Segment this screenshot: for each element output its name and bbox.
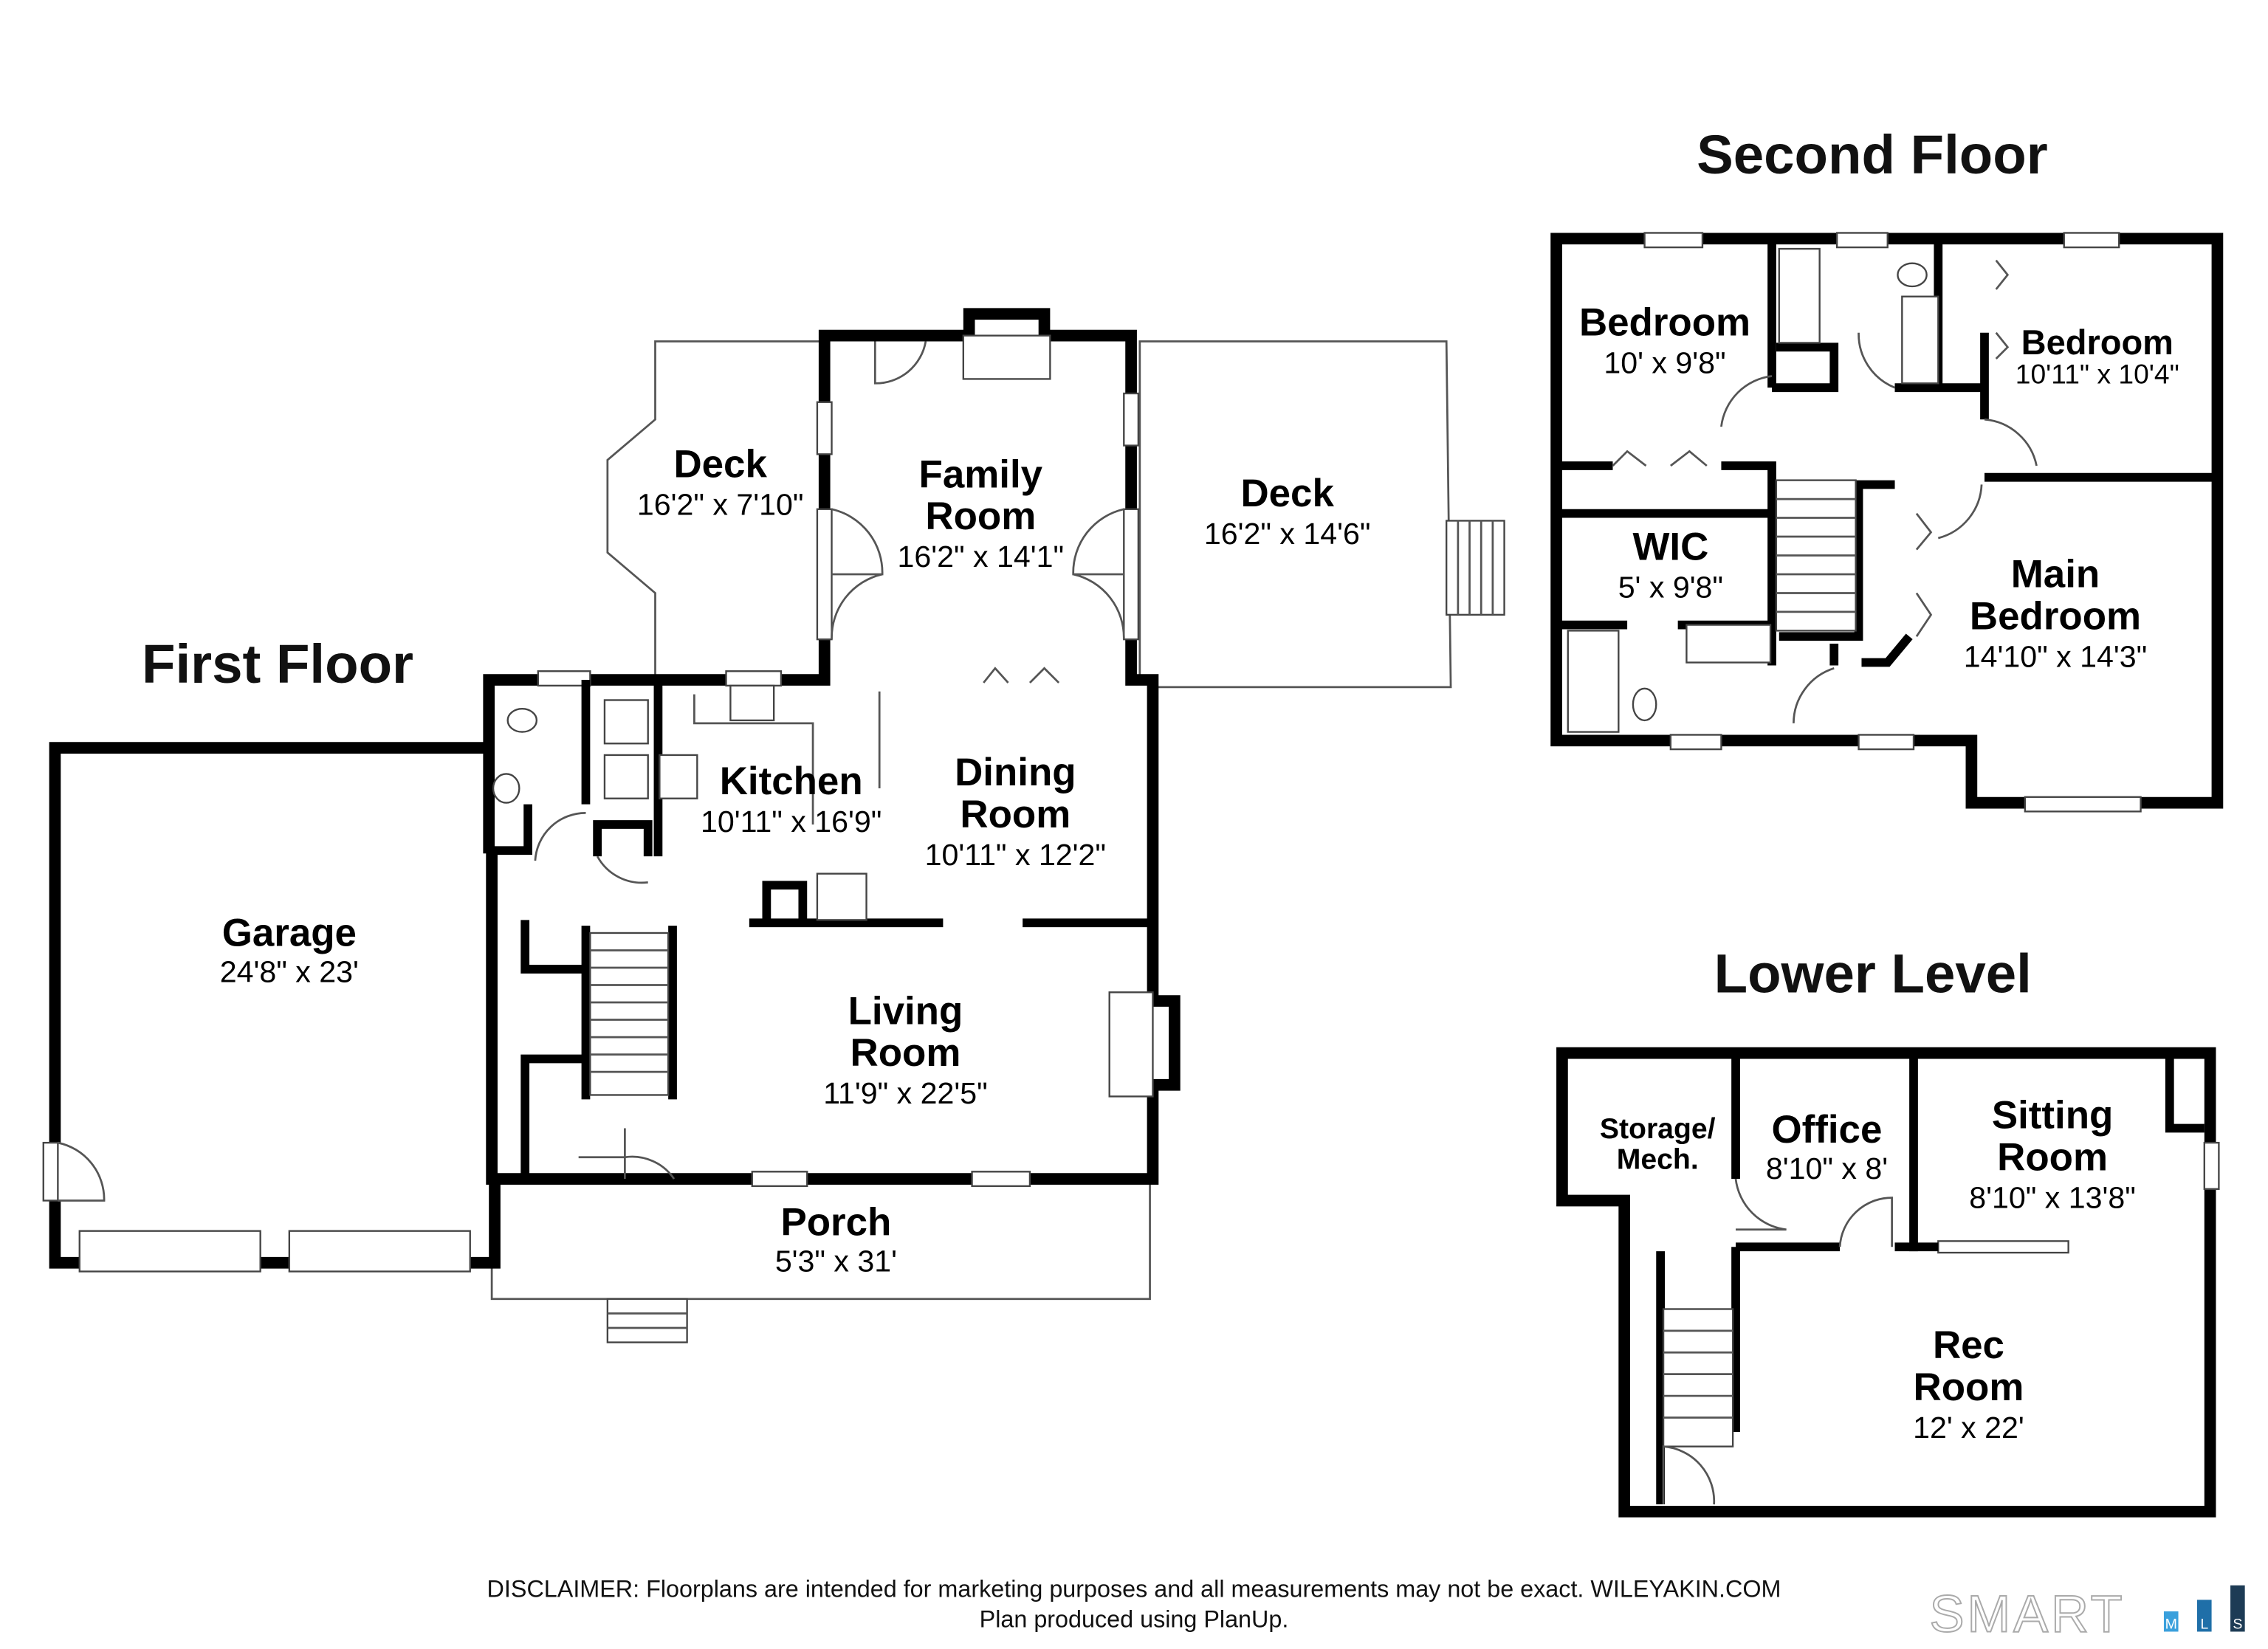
window bbox=[751, 1171, 808, 1188]
disclaimer-text: DISCLAIMER: Floorplans are intended for … bbox=[487, 1575, 1781, 1602]
lower-level-stairs bbox=[1662, 1178, 1893, 1505]
window bbox=[816, 401, 833, 455]
room-name-storage-2: Mech. bbox=[1617, 1143, 1699, 1175]
room-name-rec-room-1: Rec bbox=[1933, 1323, 2004, 1367]
planup-credit: Plan produced using PlanUp. bbox=[980, 1606, 1289, 1633]
room-dims-family-room: 16'2" x 14'1" bbox=[898, 540, 1065, 574]
room-name-porch: Porch bbox=[780, 1201, 891, 1245]
first-floor-stairs bbox=[589, 932, 670, 1096]
door-swing bbox=[831, 508, 884, 640]
room-dims-rec-room: 12' x 22' bbox=[1913, 1411, 2024, 1445]
room-dims-bedroom-1: 10' x 9'8" bbox=[1604, 346, 1725, 380]
french-door-left bbox=[816, 508, 833, 641]
door-swing bbox=[873, 341, 927, 385]
room-dims-wic: 5' x 9'8" bbox=[1618, 570, 1723, 604]
room-dims-office: 8'10" x 8' bbox=[1766, 1151, 1888, 1185]
room-name-garage: Garage bbox=[222, 912, 357, 955]
lower-level-walls bbox=[1556, 1047, 2216, 1518]
deck-right-outline bbox=[1138, 340, 1452, 689]
room-name-deck-right: Deck bbox=[1240, 472, 1334, 515]
room-name-rec-room-2: Room bbox=[1914, 1366, 2024, 1409]
window bbox=[1123, 392, 1140, 447]
room-name-family-room-2: Room bbox=[925, 495, 1036, 538]
garage-door-1 bbox=[78, 1230, 261, 1273]
room-name-family-room-1: Family bbox=[919, 452, 1043, 496]
garage-wall-bottom-left bbox=[49, 1200, 80, 1269]
lower-level-interior-walls bbox=[1656, 1053, 2205, 1505]
room-name-bedroom-1: Bedroom bbox=[1579, 301, 1750, 345]
fireplace bbox=[962, 334, 1051, 380]
room-name-storage-1: Storage/ bbox=[1600, 1113, 1716, 1145]
window bbox=[2063, 232, 2120, 249]
window bbox=[1643, 232, 1704, 249]
garage-side-door-frame bbox=[42, 1141, 59, 1202]
kitchen-fixtures bbox=[492, 667, 1060, 1180]
first-floor-plan bbox=[42, 308, 1505, 1343]
room-name-sitting-room-1: Sitting bbox=[1992, 1094, 2113, 1137]
room-name-main-bedroom-2: Bedroom bbox=[1970, 594, 2141, 638]
room-dims-dining-room: 10'11" x 12'2" bbox=[925, 838, 1106, 872]
second-floor-title: Second Floor bbox=[1697, 124, 2048, 185]
window bbox=[537, 670, 591, 687]
room-dims-garage: 24'8" x 23' bbox=[220, 955, 359, 989]
window bbox=[2203, 1141, 2220, 1191]
smart-mls-logo: SMART M L S bbox=[1929, 1583, 2245, 1643]
room-dims-porch: 5'3" x 31' bbox=[775, 1245, 897, 1278]
second-floor-plan bbox=[1550, 232, 2224, 813]
garage-wall-right bbox=[470, 1179, 501, 1269]
second-floor-stairs bbox=[1775, 479, 1857, 632]
logo-s: S bbox=[2233, 1617, 2242, 1633]
room-name-sitting-room-2: Room bbox=[1997, 1135, 2108, 1179]
door-swing bbox=[1072, 508, 1125, 640]
window bbox=[1937, 1240, 2069, 1254]
logo-bar-l bbox=[2197, 1600, 2212, 1632]
porch-steps bbox=[606, 1298, 688, 1343]
logo-smart-text: SMART bbox=[1930, 1584, 2126, 1642]
room-name-dining-room-1: Dining bbox=[955, 751, 1076, 794]
room-dims-sitting-room: 8'10" x 13'8" bbox=[1969, 1180, 2136, 1214]
window bbox=[725, 670, 783, 687]
room-name-main-bedroom-1: Main bbox=[2011, 553, 2100, 596]
first-floor-interior-walls bbox=[489, 680, 1153, 1180]
room-dims-bedroom-2: 10'11" x 10'4" bbox=[2016, 358, 2179, 389]
room-dims-kitchen: 10'11" x 16'9" bbox=[701, 805, 882, 839]
logo-bar-s bbox=[2230, 1585, 2245, 1632]
room-name-living-room-2: Room bbox=[850, 1031, 961, 1075]
room-name-deck-left: Deck bbox=[673, 443, 767, 486]
window bbox=[1835, 232, 1889, 249]
window bbox=[2024, 796, 2142, 813]
window bbox=[971, 1171, 1031, 1188]
french-door-right bbox=[1123, 508, 1140, 641]
lower-level-plan bbox=[1556, 1047, 2220, 1518]
room-name-living-room-1: Living bbox=[848, 989, 963, 1033]
room-dims-deck-right: 16'2" x 14'6" bbox=[1204, 517, 1371, 551]
room-name-wic: WIC bbox=[1632, 525, 1708, 568]
house-walls bbox=[483, 308, 1181, 1185]
deck-steps bbox=[1446, 520, 1505, 616]
room-name-office: Office bbox=[1772, 1108, 1883, 1151]
garage-walls bbox=[49, 742, 489, 1143]
fireplace-living bbox=[1108, 991, 1154, 1098]
garage-door-swing bbox=[58, 1141, 106, 1202]
room-name-dining-room-2: Room bbox=[960, 793, 1071, 836]
room-dims-living-room: 11'9" x 22'5" bbox=[823, 1076, 987, 1110]
window bbox=[1669, 734, 1722, 751]
room-name-bedroom-2: Bedroom bbox=[2021, 323, 2174, 362]
room-name-kitchen: Kitchen bbox=[720, 760, 863, 803]
logo-m: M bbox=[2165, 1617, 2177, 1633]
room-dims-deck-left: 16'2" x 7'10" bbox=[637, 488, 804, 522]
lower-level-title: Lower Level bbox=[1714, 943, 2032, 1004]
room-dims-main-bedroom: 14'10" x 14'3" bbox=[1964, 639, 2147, 673]
logo-l: L bbox=[2200, 1617, 2208, 1633]
second-floor-walls bbox=[1550, 233, 2224, 809]
window bbox=[1858, 734, 1915, 751]
first-floor-title: First Floor bbox=[142, 633, 413, 695]
logo-bar-m bbox=[2163, 1611, 2179, 1632]
garage-door-2 bbox=[288, 1230, 471, 1273]
second-floor-fixtures bbox=[1567, 247, 2038, 733]
